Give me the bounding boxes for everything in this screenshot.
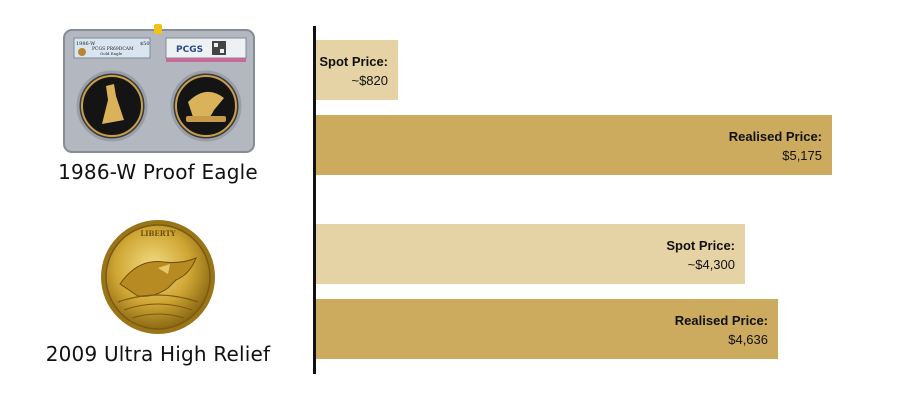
- bar-label-realised-price-1986-w: Realised Price: $5,175: [729, 127, 822, 165]
- bar-realised-price-2009-uhr: Realised Price: $4,636: [316, 299, 778, 359]
- bar-label-spot-price-1986-w: Spot Price: ~$820: [319, 52, 388, 90]
- bar-spot-price-1986-w: Spot Price: ~$820: [316, 40, 398, 100]
- bar-label-value: ~$4,300: [687, 257, 735, 272]
- bar-label-title: Spot Price:: [666, 238, 735, 253]
- coin-image-2009-ultra-high-relief: LIBERTY: [98, 218, 218, 336]
- pcgs-slabbed-gold-eagle-icon: 1986-W $50 PCGS PR69DCAM Gold Eagle PCGS: [63, 24, 255, 153]
- coin-label-1986-w: 1986-W Proof Eagle: [58, 160, 258, 184]
- bar-label-title: Spot Price:: [319, 54, 388, 69]
- bar-label-value: ~$820: [351, 73, 388, 88]
- bar-label-spot-price-2009-uhr: Spot Price: ~$4,300: [666, 236, 735, 274]
- ultra-high-relief-gold-coin-icon: LIBERTY: [101, 220, 215, 334]
- svg-text:1986-W: 1986-W: [76, 41, 96, 47]
- svg-text:PCGS PR69DCAM: PCGS PR69DCAM: [92, 46, 134, 52]
- bar-label-realised-price-2009-uhr: Realised Price: $4,636: [675, 311, 768, 349]
- bar-label-title: Realised Price:: [674, 313, 768, 328]
- category-axis-line: [313, 26, 316, 374]
- bar-label-value: $5,175: [782, 148, 822, 163]
- bar-realised-price-1986-w: Realised Price: $5,175: [316, 115, 832, 175]
- bar-spot-price-2009-uhr: Spot Price: ~$4,300: [316, 224, 745, 284]
- svg-text:Gold Eagle: Gold Eagle: [100, 51, 123, 56]
- bar-label-value: $4,636: [728, 332, 768, 347]
- bar-label-title: Realised Price:: [728, 129, 822, 144]
- coin-image-1986-w-proof-eagle: 1986-W $50 PCGS PR69DCAM Gold Eagle PCGS: [62, 24, 256, 154]
- svg-text:PCGS: PCGS: [176, 45, 203, 55]
- coin-label-2009-uhr: 2009 Ultra High Relief: [45, 342, 271, 366]
- svg-text:LIBERTY: LIBERTY: [140, 229, 176, 238]
- svg-text:$50: $50: [140, 41, 150, 47]
